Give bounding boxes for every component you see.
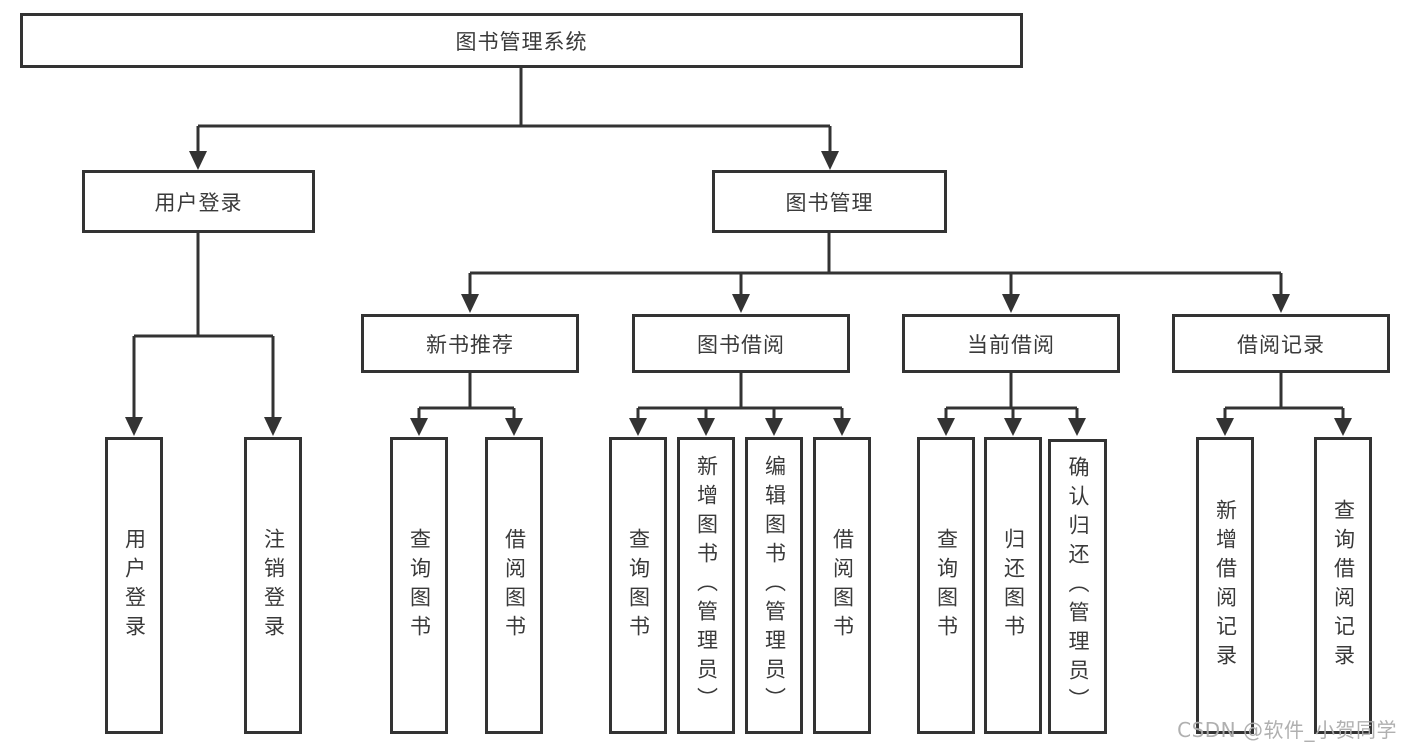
node-borrow-records-label: 借阅记录 <box>1237 332 1325 357</box>
leaf-nb-borrow-books-label: 借阅图书 <box>502 527 527 644</box>
leaf-user-login-label: 用户登录 <box>122 527 147 644</box>
leaf-bb-borrow-books: 借阅图书 <box>813 437 871 734</box>
watermark: CSDN @软件_小贺同学 <box>1177 718 1397 742</box>
leaf-bb-borrow-books-label: 借阅图书 <box>830 527 855 644</box>
leaf-bb-query-books-label: 查询图书 <box>626 527 651 644</box>
leaf-br-query-record-label: 查询借阅记录 <box>1331 498 1356 673</box>
leaf-user-login: 用户登录 <box>105 437 163 734</box>
node-book-borrow: 图书借阅 <box>632 314 850 373</box>
node-book-management: 图书管理 <box>712 170 947 233</box>
node-user-login: 用户登录 <box>82 170 315 233</box>
leaf-cb-confirm-return-label: 确认归还（管理员） <box>1066 456 1090 717</box>
node-new-book-recommend-label: 新书推荐 <box>426 332 514 357</box>
node-book-management-label: 图书管理 <box>785 190 874 215</box>
leaf-bb-add-books-label: 新增图书（管理员） <box>694 455 719 716</box>
leaf-br-add-record-label: 新增借阅记录 <box>1213 498 1238 673</box>
leaf-logout: 注销登录 <box>244 437 302 734</box>
leaf-cb-return-books: 归还图书 <box>984 437 1042 734</box>
leaf-bb-edit-books-label: 编辑图书（管理员） <box>762 455 787 716</box>
leaf-cb-confirm-return: 确认归还（管理员） <box>1048 439 1107 734</box>
leaf-bb-add-books: 新增图书（管理员） <box>677 437 735 734</box>
leaf-nb-borrow-books: 借阅图书 <box>485 437 543 734</box>
node-current-borrow: 当前借阅 <box>902 314 1120 373</box>
node-borrow-records: 借阅记录 <box>1172 314 1390 373</box>
node-user-login-label: 用户登录 <box>154 190 243 215</box>
leaf-cb-query-books: 查询图书 <box>917 437 975 734</box>
node-new-book-recommend: 新书推荐 <box>361 314 579 373</box>
leaf-bb-query-books: 查询图书 <box>609 437 667 734</box>
leaf-cb-return-books-label: 归还图书 <box>1001 527 1026 644</box>
leaf-nb-query-books-label: 查询图书 <box>407 527 432 644</box>
leaf-br-query-record: 查询借阅记录 <box>1314 437 1372 734</box>
leaf-cb-query-books-label: 查询图书 <box>934 527 959 644</box>
node-root-label: 图书管理系统 <box>455 29 588 54</box>
leaf-br-add-record: 新增借阅记录 <box>1196 437 1254 734</box>
node-root: 图书管理系统 <box>20 13 1023 68</box>
leaf-bb-edit-books: 编辑图书（管理员） <box>745 437 803 734</box>
leaf-logout-label: 注销登录 <box>261 527 286 644</box>
node-current-borrow-label: 当前借阅 <box>967 332 1055 357</box>
leaf-nb-query-books: 查询图书 <box>390 437 448 734</box>
node-book-borrow-label: 图书借阅 <box>697 332 785 357</box>
